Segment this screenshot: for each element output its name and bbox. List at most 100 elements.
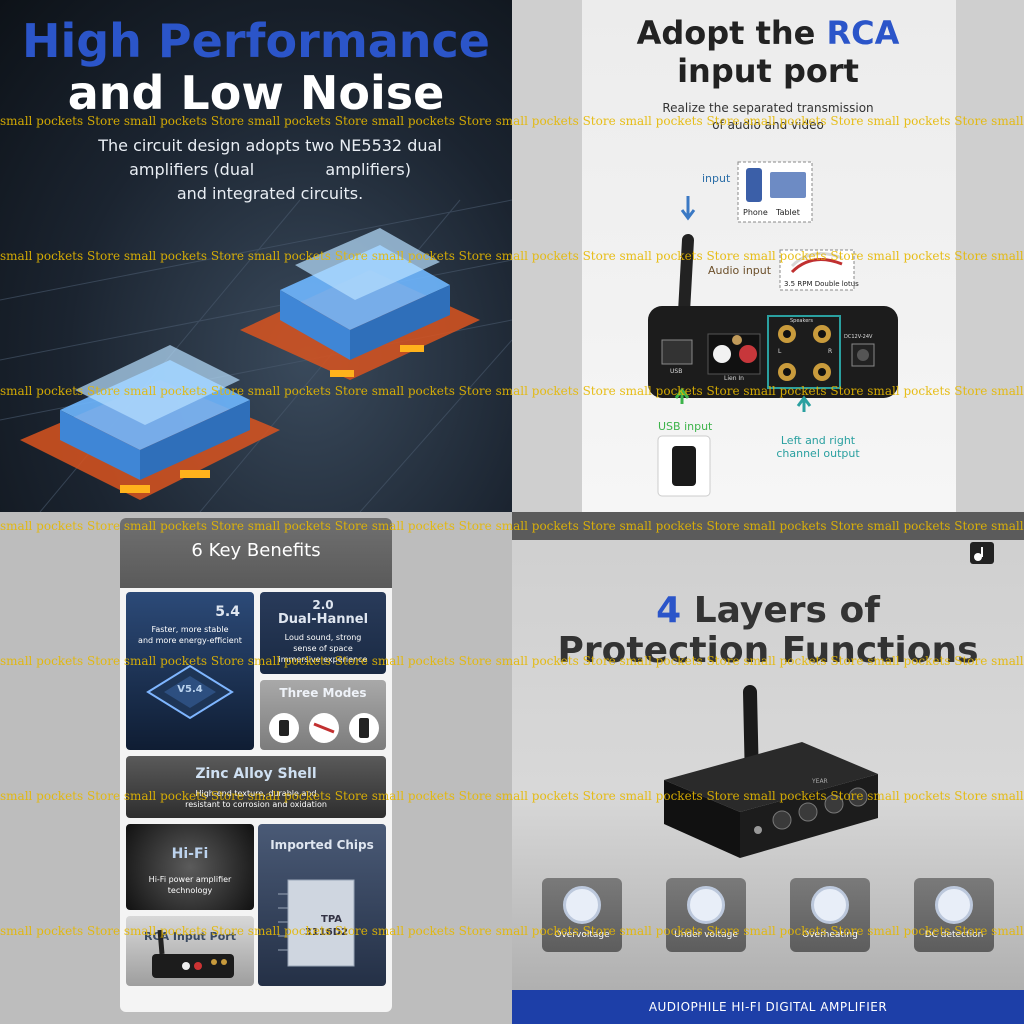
rca-card	[582, 0, 956, 512]
panel-rca-input: Adopt the RCA input port Realize the sep…	[512, 0, 1024, 512]
hifi-desc-2: technology	[167, 886, 213, 895]
channel-title-2: Dual-Hannel	[277, 612, 369, 627]
arrow-up-icon-2	[796, 395, 812, 412]
circuit-illustration	[0, 199, 512, 512]
title-line-1: High Performance	[21, 14, 491, 68]
label-tablet: Tablet	[776, 208, 800, 217]
tile-zinc-shell: Zinc Alloy Shell High-end texture, durab…	[126, 756, 386, 818]
feature-label: Overvoltage	[554, 930, 610, 940]
benefits-title: 6 Key Benefits	[191, 540, 321, 561]
channel-title-1: 2.0	[312, 598, 334, 612]
port-line-in: Lien In	[724, 375, 744, 382]
tablet-icon	[770, 172, 806, 198]
port-r: R	[828, 348, 833, 355]
tile-imported-chips: Imported Chips TPA 3116D2	[258, 824, 386, 986]
device-rear-illustration	[648, 161, 898, 497]
feature-dc-detection: DC detection	[914, 878, 994, 952]
label-lr-output: Left and right channel output	[768, 434, 868, 460]
description: Realize the separated transmission of au…	[652, 100, 884, 134]
rca-red-jack	[739, 345, 757, 363]
chip-mark: V5.4	[177, 684, 203, 695]
benefits-header: 6 Key Benefits	[120, 518, 392, 588]
bt-desc-2: and more energy-efficient	[138, 636, 242, 645]
amplifier-body	[648, 306, 898, 398]
channel-desc-3: immersive experience	[278, 655, 368, 664]
label-cable: 3.5 RPM Double lotus	[784, 280, 859, 288]
shell-title: Zinc Alloy Shell	[195, 766, 317, 782]
benefits-card: 6 Key Benefits 5.4 Faster, more stable a…	[120, 518, 392, 1012]
title-line-1: 4 Layers of	[512, 590, 1024, 631]
feature-label: Overheating	[802, 930, 858, 940]
chip-label-1: TPA	[321, 914, 342, 925]
label-usb-input: USB input	[658, 420, 713, 433]
hifi-title: Hi-Fi	[171, 846, 209, 862]
panel-performance: High Performance and Low Noise The circu…	[0, 0, 512, 512]
channel-desc-1: Loud sound, strong	[284, 633, 362, 642]
title-prefix: Adopt the	[636, 14, 827, 52]
title-line-2: Protection Functions	[557, 630, 979, 671]
tile-dual-channel: 2.0 Dual-Hannel Loud sound, strong sense…	[260, 592, 386, 674]
hifi-desc-1: Hi-Fi power amplifier	[148, 875, 232, 884]
title-number: 4	[656, 590, 682, 631]
arrow-up-icon	[674, 387, 690, 404]
music-note-icon	[970, 542, 994, 564]
arrow-down-icon	[680, 196, 696, 221]
bt-desc-1: Faster, more stable	[151, 625, 229, 634]
chips-title: Imported Chips	[270, 838, 374, 852]
footer-text: AUDIOPHILE HI-FI DIGITAL AMPLIFIER	[648, 1000, 888, 1014]
tile-three-modes: Three Modes	[260, 680, 386, 750]
chip-left	[60, 345, 250, 480]
feature-overvoltage: Overvoltage	[542, 878, 622, 952]
desc-line-1: The circuit design adopts two NE5532 dua…	[98, 136, 442, 155]
gauge-icon	[563, 886, 601, 924]
feature-overheating: Overheating	[790, 878, 870, 952]
desc-line-2: of audio and video	[712, 118, 824, 132]
footer-banner: AUDIOPHILE HI-FI DIGITAL AMPLIFIER	[512, 990, 1024, 1024]
chip-icon	[146, 664, 234, 720]
channel-desc-2: sense of space	[293, 644, 353, 653]
feature-undervoltage: Under voltage	[666, 878, 746, 952]
tpa-chip-icon	[278, 879, 355, 967]
chip-right	[280, 228, 450, 360]
title-line-2: and Low Noise	[67, 66, 445, 120]
desc-line-3: and integrated circuits.	[176, 184, 364, 203]
mini-amp-icon	[152, 929, 234, 978]
shell-desc-2: resistant to corrosion and oxidation	[185, 800, 327, 809]
desc-line-1: Realize the separated transmission	[662, 101, 874, 115]
modes-icons	[269, 713, 379, 743]
port-usb: USB	[670, 368, 683, 375]
phone-icon	[746, 168, 762, 202]
label-lr-output-1: Left and right	[780, 434, 856, 447]
title-line-1: Adopt the RCA	[512, 14, 1024, 52]
description: The circuit design adopts two NE5532 dua…	[70, 134, 470, 206]
shell-desc-1: High-end texture, durable and	[195, 789, 317, 798]
title-line-2: input port	[677, 52, 859, 90]
label-input: input	[702, 172, 731, 185]
port-l: L	[778, 348, 782, 355]
panel-protection: YEAR 4 Layers of Protection Functions Ov…	[512, 512, 1024, 1024]
tile-bluetooth: 5.4 Faster, more stable and more energy-…	[126, 592, 254, 750]
port-dc: DC12V-24V	[844, 334, 873, 340]
feature-label: Under voltage	[674, 930, 738, 940]
rca-title: RCA Input Port	[144, 930, 236, 943]
port-speakers: Speakers	[790, 318, 813, 324]
desc-line-2: amplifiers (dual amplifiers)	[129, 160, 411, 179]
title-rest: Layers of	[681, 590, 880, 631]
usb-dongle-icon	[672, 446, 696, 486]
label-audio-input: Audio input	[708, 264, 772, 277]
title-highlight: RCA	[826, 14, 900, 52]
chip-label-2: 3116D2	[304, 927, 348, 938]
device-brand: YEAR	[812, 778, 828, 785]
panel-key-benefits: 6 Key Benefits 5.4 Faster, more stable a…	[0, 512, 512, 1024]
device-front-illustration	[664, 542, 994, 858]
tile-rca-port: RCA Input Port	[126, 916, 254, 986]
plug-icon	[935, 886, 973, 924]
label-phone: Phone	[743, 208, 768, 217]
feature-label: DC detection	[924, 930, 984, 940]
top-bar	[512, 512, 1024, 540]
cable-icon	[790, 258, 843, 274]
rca-white-jack	[713, 345, 731, 363]
gauge-low-icon	[687, 886, 725, 924]
thermometer-icon	[811, 886, 849, 924]
